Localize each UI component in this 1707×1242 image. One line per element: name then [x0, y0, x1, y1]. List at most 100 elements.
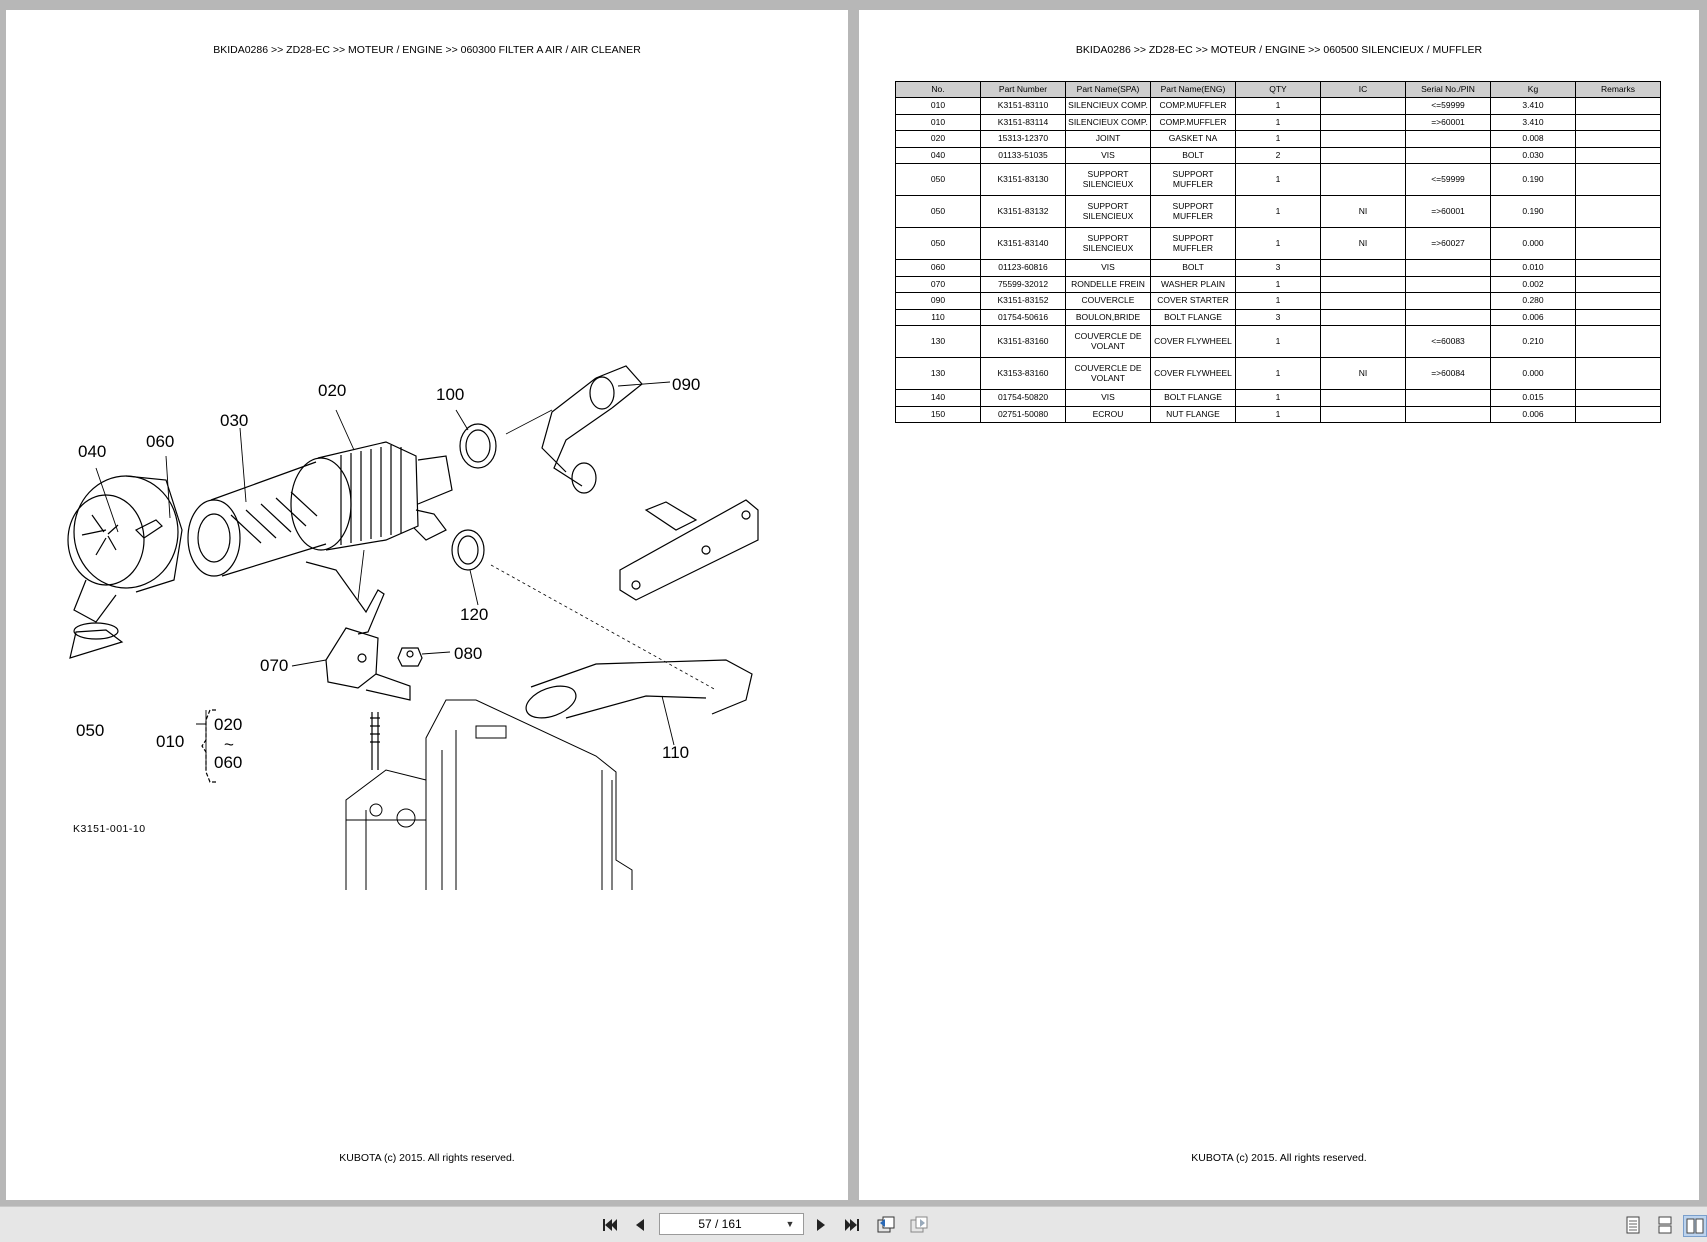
last-page-icon[interactable]: [841, 1215, 863, 1235]
cell-ic: NI: [1320, 357, 1406, 390]
stud-bolt-drawing: [370, 712, 380, 770]
cell-qty: 1: [1235, 292, 1321, 310]
cell-remarks: [1575, 130, 1661, 148]
column-header-remarks: Remarks: [1575, 81, 1661, 98]
cell-name-spa: VIS: [1065, 146, 1151, 164]
next-page-icon[interactable]: [810, 1215, 832, 1235]
cell-kg: 0.006: [1490, 308, 1576, 326]
page-number-input[interactable]: [660, 1217, 780, 1231]
cell-name-spa: BOULON,BRIDE: [1065, 308, 1151, 326]
go-forward-icon[interactable]: [908, 1215, 930, 1235]
cell-no: 040: [895, 146, 981, 164]
cell-remarks: [1575, 325, 1661, 358]
callout-010: 010: [156, 732, 184, 751]
cell-serial: <=59999: [1405, 97, 1491, 115]
hose-clamp-upper-drawing: [459, 423, 497, 469]
cell-name-eng: COMP.MUFFLER: [1150, 113, 1236, 131]
cell-serial: [1405, 389, 1491, 407]
cell-ic: [1320, 97, 1406, 115]
cell-qty: 1: [1235, 275, 1321, 293]
cell-name-eng: SUPPORT MUFFLER: [1150, 227, 1236, 260]
drawing-code-label: K3151-001-10: [73, 823, 146, 835]
cell-name-eng: GASKET NA: [1150, 130, 1236, 148]
single-page-view-icon[interactable]: [1622, 1215, 1644, 1235]
page-number-box[interactable]: ▼: [659, 1213, 804, 1235]
cell-no: 010: [895, 97, 981, 115]
cell-name-eng: NUT FLANGE: [1150, 405, 1236, 423]
first-page-icon[interactable]: [599, 1215, 621, 1235]
cell-part-number: K3153-83160: [980, 357, 1066, 390]
column-header-qty: QTY: [1235, 81, 1321, 98]
hose-clamp-lower-drawing: [451, 529, 485, 571]
chevron-down-icon[interactable]: ▼: [785, 1219, 795, 1229]
cell-part-number: K3151-83140: [980, 227, 1066, 260]
cell-remarks: [1575, 357, 1661, 390]
cell-qty: 3: [1235, 259, 1321, 277]
cell-name-eng: COVER STARTER: [1150, 292, 1236, 310]
callout-040: 040: [78, 442, 106, 461]
callout-050: 050: [76, 721, 104, 740]
cell-part-number: K3151-83160: [980, 325, 1066, 358]
parts-list-table: No. Part Number Part Name(SPA) Part Name…: [895, 81, 1661, 423]
callout-090: 090: [672, 375, 700, 394]
cell-ic: NI: [1320, 227, 1406, 260]
cell-name-spa: SUPPORT SILENCIEUX: [1065, 163, 1151, 196]
cell-name-eng: SUPPORT MUFFLER: [1150, 195, 1236, 228]
cell-serial: [1405, 405, 1491, 423]
cell-name-eng: BOLT FLANGE: [1150, 308, 1236, 326]
cell-remarks: [1575, 163, 1661, 196]
callout-080: 080: [454, 644, 482, 663]
cell-part-number: K3151-83130: [980, 163, 1066, 196]
cell-name-eng: COVER FLYWHEEL: [1150, 325, 1236, 358]
cell-no: 020: [895, 130, 981, 148]
lower-hose-drawing: [490, 564, 753, 719]
cell-no: 140: [895, 389, 981, 407]
callout-bracket-020: 020: [214, 715, 242, 734]
cell-name-spa: COUVERCLE: [1065, 292, 1151, 310]
cell-part-number: 02751-50080: [980, 405, 1066, 423]
cell-kg: 0.190: [1490, 195, 1576, 228]
cell-part-number: K3151-83110: [980, 97, 1066, 115]
right-page-footer: KUBOTA (c) 2015. All rights reserved.: [1191, 1152, 1367, 1164]
cell-part-number: 15313-12370: [980, 130, 1066, 148]
cell-qty: 1: [1235, 97, 1321, 115]
left-page-footer: KUBOTA (c) 2015. All rights reserved.: [339, 1152, 515, 1164]
cell-part-number: 01123-60816: [980, 259, 1066, 277]
cell-name-eng: BOLT: [1150, 146, 1236, 164]
cell-serial: =>60027: [1405, 227, 1491, 260]
cell-name-eng: WASHER PLAIN: [1150, 275, 1236, 293]
cell-ic: [1320, 275, 1406, 293]
cell-no: 050: [895, 163, 981, 196]
air-cleaner-body-drawing: [290, 441, 453, 551]
cell-serial: <=59999: [1405, 163, 1491, 196]
air-cleaner-exploded-diagram: 020 030 040 060 100 090 120 080 070 050 …: [67, 365, 759, 890]
cell-kg: 0.000: [1490, 357, 1576, 390]
viewer-toolbar: ▼: [0, 1206, 1707, 1242]
continuous-view-icon[interactable]: [1654, 1215, 1676, 1235]
cell-ic: [1320, 325, 1406, 358]
cell-name-spa: RONDELLE FREIN: [1065, 275, 1151, 293]
cell-kg: 0.008: [1490, 130, 1576, 148]
cell-no: 070: [895, 275, 981, 293]
cell-name-spa: COUVERCLE DE VOLANT: [1065, 357, 1151, 390]
cell-remarks: [1575, 292, 1661, 310]
cell-remarks: [1575, 227, 1661, 260]
cell-no: 130: [895, 325, 981, 358]
cell-serial: [1405, 146, 1491, 164]
cell-name-spa: ECROU: [1065, 405, 1151, 423]
go-back-icon[interactable]: [875, 1215, 897, 1235]
cell-kg: 0.006: [1490, 405, 1576, 423]
callout-020: 020: [318, 381, 346, 400]
cell-remarks: [1575, 113, 1661, 131]
cell-name-spa: SUPPORT SILENCIEUX: [1065, 227, 1151, 260]
cell-kg: 0.015: [1490, 389, 1576, 407]
previous-page-icon[interactable]: [629, 1215, 651, 1235]
cell-ic: [1320, 389, 1406, 407]
facing-pages-view-icon[interactable]: [1683, 1215, 1707, 1237]
cell-kg: 3.410: [1490, 113, 1576, 131]
